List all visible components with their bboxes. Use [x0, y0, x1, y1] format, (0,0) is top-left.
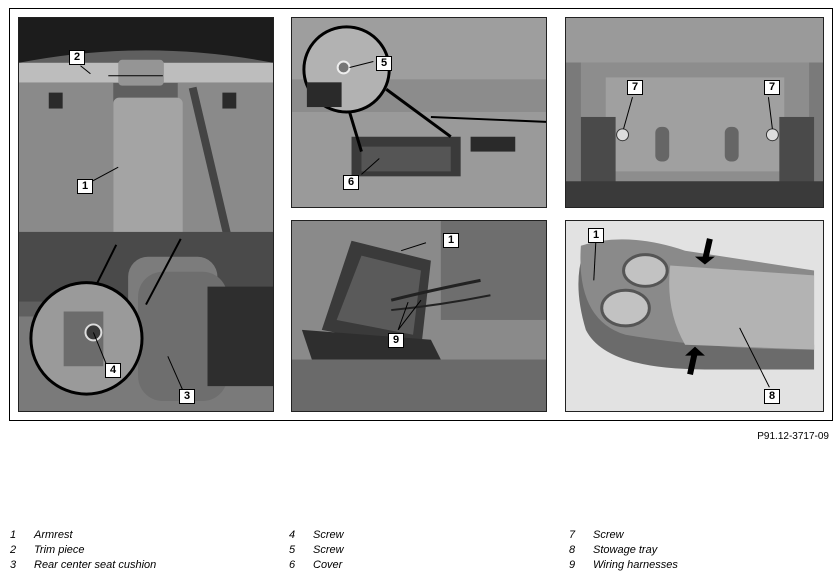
callout-3: 3 [179, 389, 195, 404]
photo-rear-seat-armrest: 2 1 4 3 [18, 17, 274, 412]
callout-9: 9 [388, 333, 404, 348]
callout-7-left: 7 [627, 80, 643, 95]
callout-1: 1 [443, 233, 459, 248]
figure-id: P91.12-3717-09 [757, 431, 829, 442]
photo-screws-drawing [566, 18, 823, 207]
callout-2: 2 [69, 50, 85, 65]
callout-6: 6 [343, 175, 359, 190]
callout-7-right: 7 [764, 80, 780, 95]
photo-stowage-tray-drawing [566, 221, 823, 411]
photo-screws: 7 7 [565, 17, 824, 208]
photo-rear-seat-drawing [19, 18, 273, 411]
photo-wiring-harnesses: 1 9 [291, 220, 547, 412]
callout-8: 8 [764, 389, 780, 404]
callout-1: 1 [77, 179, 93, 194]
callout-1: 1 [588, 228, 604, 243]
photo-stowage-tray: 1 8 [565, 220, 824, 412]
photo-trim-piece-cover: 5 6 [291, 17, 547, 208]
callout-5: 5 [376, 56, 392, 71]
photo-trim-piece-drawing [292, 18, 546, 207]
photo-wiring-drawing [292, 221, 546, 411]
callout-4: 4 [105, 363, 121, 378]
